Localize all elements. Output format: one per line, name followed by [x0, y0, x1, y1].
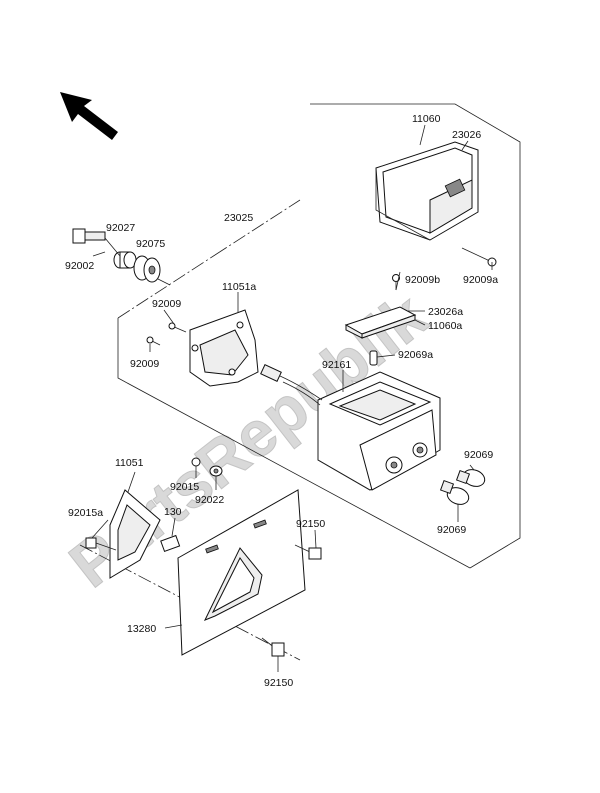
- label-92069a: 92069a: [398, 349, 433, 361]
- part-labels: 11060 23026 23025 92027 92075 92002 9200…: [65, 113, 498, 689]
- bolt-92009-left: [146, 336, 161, 346]
- nut-92015: [191, 457, 201, 467]
- tail-light-lens-cover: [375, 141, 479, 241]
- bulb-92069-lower: [439, 479, 470, 505]
- license-plate-bracket-13280: [177, 489, 306, 656]
- label-92009-top: 92009: [152, 298, 181, 310]
- label-92002: 92002: [65, 260, 94, 272]
- label-23026: 23026: [452, 129, 481, 141]
- direction-arrow-icon: [60, 92, 118, 140]
- label-92015a: 92015a: [68, 507, 103, 519]
- collar-92027: [113, 251, 137, 269]
- label-11060a: 11060a: [428, 320, 462, 332]
- screw-92009b: [392, 274, 400, 290]
- label-92009a: 92009a: [463, 274, 498, 286]
- label-92009-left: 92009: [130, 358, 159, 370]
- bracket-11051: [109, 489, 161, 579]
- label-92150-right: 92150: [296, 518, 325, 530]
- label-92015: 92015: [170, 481, 199, 493]
- tail-light-housing: [317, 371, 441, 491]
- bulb-92069-upper: [455, 469, 486, 487]
- label-11060: 11060: [412, 113, 441, 125]
- label-92069-top: 92069: [464, 449, 493, 461]
- label-92027: 92027: [106, 222, 135, 234]
- license-light-lens: [344, 306, 417, 339]
- label-92069-bottom: 92069: [437, 524, 466, 536]
- label-92022: 92022: [195, 494, 224, 506]
- label-11051a: 11051a: [222, 281, 256, 293]
- label-92161: 92161: [322, 359, 351, 371]
- wire-harness: [260, 364, 323, 406]
- grommet-92075: [133, 255, 161, 283]
- label-23026a: 23026a: [428, 306, 463, 318]
- label-92075: 92075: [136, 238, 165, 250]
- label-23025: 23025: [224, 212, 253, 224]
- bolt-130: [160, 534, 181, 553]
- label-130: 130: [164, 506, 182, 518]
- assembly-frame: [79, 103, 521, 661]
- label-92150-bottom: 92150: [264, 677, 293, 689]
- screw-92009a: [461, 247, 497, 267]
- label-11051: 11051: [115, 457, 144, 469]
- bolt-92150-bottom: [261, 637, 285, 657]
- bolt-92009-top: [168, 322, 187, 333]
- bolt-92150-right: [294, 544, 322, 560]
- clip-92069a: [369, 350, 378, 366]
- label-92009b: 92009b: [405, 274, 440, 286]
- bolt-92002: [72, 228, 106, 244]
- bolt-92015a: [85, 537, 117, 551]
- label-13280: 13280: [127, 623, 156, 635]
- leader-lines: [91, 124, 493, 672]
- bracket-11051a: [189, 309, 259, 387]
- washer-92022: [209, 465, 223, 477]
